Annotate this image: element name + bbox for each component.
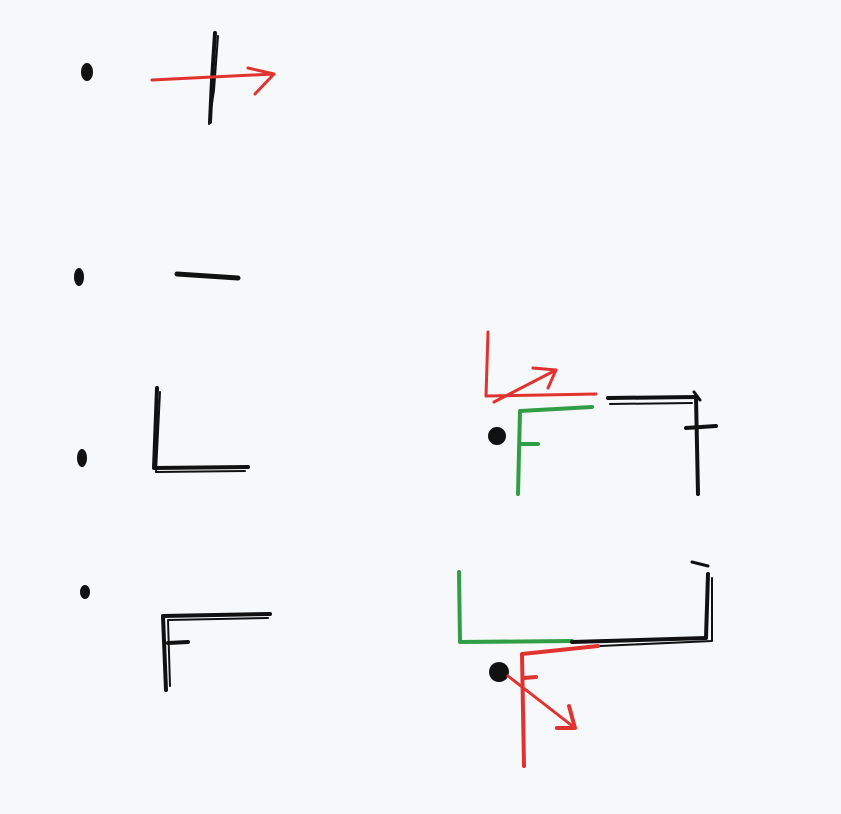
sketch-row-3-left [77,386,250,473]
row1-vertical-stroke-double [208,35,219,125]
row1-dot [81,63,93,81]
row3-right-red-arrow-head [531,366,558,390]
row3-left-l-shape-double [155,391,246,473]
sketch-row-4-right [457,560,713,768]
sketch-row-3-right [484,330,718,496]
row4-right-dot [489,662,509,682]
sketch-row-1 [81,31,276,125]
row4-right-black-connector [570,572,710,644]
row3-right-dot [488,427,506,445]
row2-dot [74,268,84,286]
row3-left-dot [77,449,87,467]
row4-left-f-shape-double [167,617,269,687]
row4-left-f-bar [166,640,190,645]
sketch-row-4-left [80,585,272,692]
row4-right-green-l [457,570,574,644]
row4-right-black-connector-double [599,577,713,647]
row3-right-black-cross [684,424,718,430]
row4-right-red-f-bar [522,675,538,680]
sketch-row-2 [74,268,241,286]
row4-right-red-f [520,644,600,768]
row3-right-black-hook-double [609,402,693,405]
row3-right-green-f [516,405,594,496]
row2-dash [174,271,241,281]
row3-right-black-tick [692,390,702,402]
row4-left-dot [80,585,90,599]
row1-red-arrow-head [246,66,276,96]
row3-right-red-l [484,330,598,398]
row3-right-red-arrow-shaft [492,368,558,404]
row4-right-black-tick [690,560,710,568]
row3-left-l-shape [152,386,250,470]
row4-left-f-shape [161,612,272,692]
row4-right-red-arrow-shaft [506,674,577,730]
row1-red-arrow-shaft [150,72,276,82]
row3-right-black-hook [606,395,700,496]
row4-right-red-arrow-head [555,704,577,730]
